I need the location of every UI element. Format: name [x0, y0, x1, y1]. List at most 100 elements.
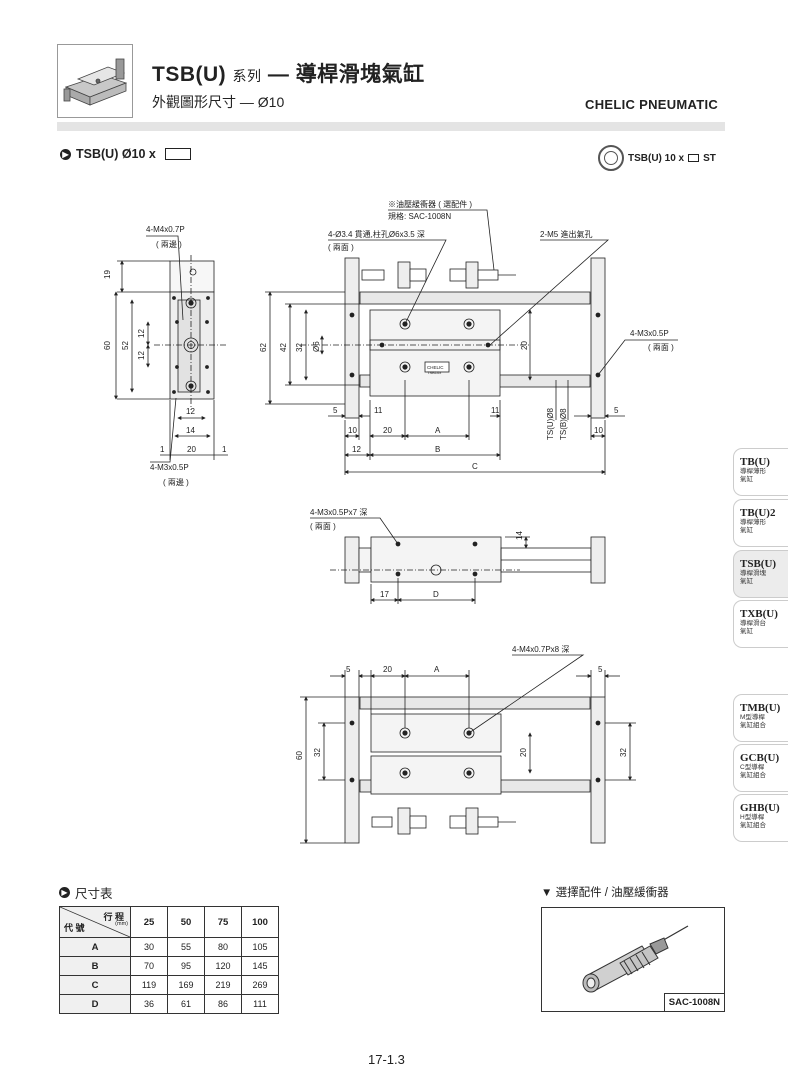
tab-sub: 氣缸: [740, 578, 753, 585]
dim-32-bot-left: 32: [313, 748, 322, 757]
tab-name: GHB(U): [740, 802, 780, 814]
tab-sub: C型導桿: [740, 764, 765, 771]
table-row: D 36 61 86 111: [59, 994, 279, 1014]
dim-5-bot-right: 5: [598, 665, 603, 674]
dim-62: 62: [259, 343, 268, 352]
hole-note: 4-Ø3.4 貫通,柱孔Ø6x3.5 深: [328, 229, 425, 239]
bottom-view: [300, 654, 636, 844]
table-column-header: 50: [167, 906, 205, 938]
tap-bottom-note: ( 兩邊 ): [163, 477, 189, 487]
dim-52: 52: [121, 341, 130, 350]
port-note: 2-M5 進出氣孔: [540, 229, 592, 239]
tab-sub: 導桿滑塊: [740, 570, 766, 577]
table-cell: 145: [241, 956, 279, 976]
table-cell: 61: [167, 994, 205, 1014]
bullet-icon: ▶: [59, 887, 70, 898]
tab-sub: 氣缸組合: [740, 822, 766, 829]
dim-32-bot-right: 32: [619, 748, 628, 757]
page-title: TSB(U) 系列 — 導桿滑塊氣缸: [152, 58, 425, 88]
table-column-header: 25: [130, 906, 168, 938]
table-column-header: 75: [204, 906, 242, 938]
dim-20-top-h: 20: [383, 426, 392, 435]
tab-tmbu[interactable]: TMB(U) M型導桿 氣缸組合: [733, 694, 788, 742]
side-tap-label: 4-M3x0.5P: [630, 329, 669, 338]
tab-name: TB(U)2: [740, 507, 776, 519]
dim-20-top: 20: [520, 341, 529, 350]
tab-tsbu[interactable]: TSB(U) 導桿滑塊 氣缸: [733, 550, 788, 598]
stroke-box: [164, 148, 191, 160]
table-cell: 95: [167, 956, 205, 976]
shock-absorber-icon: [598, 145, 624, 171]
dimension-table-title: ▶ 尺寸表: [59, 883, 113, 902]
option-title: ▼ 選擇配件 / 油壓緩衝器: [541, 887, 669, 899]
technical-drawing: 4-M4x0.7P ( 兩邊 ) 4-M3x0.5P ( 兩邊 ) 19 60 …: [103, 199, 678, 844]
dim-12-b: 12: [137, 351, 146, 360]
tab-name: TMB(U): [740, 702, 781, 714]
tab-sub: 導桿滑台: [740, 620, 766, 627]
dim-C: C: [472, 462, 478, 471]
tab-sub: 導桿薄形: [740, 519, 766, 526]
hole-note-sub: ( 兩面 ): [328, 243, 354, 252]
table-row-code: C: [59, 975, 131, 995]
tab-tbu2[interactable]: TB(U)2 導桿薄形 氣缸: [733, 499, 788, 547]
tab-txbu[interactable]: TXB(U) 導桿滑台 氣缸: [733, 600, 788, 648]
option-box: SAC-1008N: [541, 907, 725, 1012]
table-corner-cell: 行 程 (mm) 代 號: [59, 906, 131, 938]
table-column-header: 100: [241, 906, 279, 938]
dim-11-left: 11: [374, 406, 383, 415]
dimension-table: 行 程 (mm) 代 號 25 50 75 100 A 30 55 80 105…: [59, 906, 279, 1014]
tab-sub: 氣缸: [740, 628, 753, 635]
front-view-middle: [310, 517, 606, 604]
table-row: C 119 169 219 269: [59, 975, 279, 995]
table-cell: 70: [130, 956, 168, 976]
tab-sub: 氣缸: [740, 527, 753, 534]
tab-sub: 導桿薄形: [740, 468, 766, 475]
tab-name: TXB(U): [740, 608, 778, 620]
middle-tap-sub: ( 兩面 ): [310, 522, 336, 531]
tab-name: TSB(U): [740, 558, 777, 570]
dim-1-left: 1: [160, 445, 165, 454]
corner-bottom-label: 代 號: [64, 923, 85, 933]
tab-ghbu[interactable]: GHB(U) H型導桿 氣缸組合: [733, 794, 788, 842]
table-header-row: 行 程 (mm) 代 號 25 50 75 100: [59, 906, 279, 938]
stroke-badge: TSB(U) 10 x ST: [598, 145, 716, 171]
dim-dia6: Ø6: [312, 341, 321, 352]
dim-20-left: 20: [187, 445, 196, 454]
tab-tbu[interactable]: TB(U) 導桿薄形 氣缸: [733, 448, 788, 496]
dim-19: 19: [103, 270, 112, 279]
dim-B: B: [435, 445, 440, 454]
table-row: A 30 55 80 105: [59, 937, 279, 957]
plate-text-1: CHELIC: [427, 365, 444, 370]
st-box: [688, 154, 700, 162]
page-subtitle: 外觀圖形尺寸 — Ø10: [152, 94, 285, 110]
rod-dia-2: TS(B)Ø8: [559, 408, 568, 440]
table-cell: 169: [167, 975, 205, 995]
dim-17: 17: [380, 590, 389, 599]
dim-60-bot: 60: [295, 751, 304, 760]
dim-12-c: 12: [186, 407, 195, 416]
table-cell: 219: [204, 975, 242, 995]
title-main: TSB(U): [152, 63, 227, 86]
option-spec: 規格: SAC-1008N: [388, 211, 451, 221]
tap-top-label: 4-M4x0.7P: [146, 225, 185, 234]
st-prefix: TSB(U) 10 x: [628, 152, 685, 164]
tab-sub: M型導桿: [740, 714, 765, 721]
rod-dia-1: TS(U)Ø8: [546, 407, 555, 440]
dim-1-right: 1: [222, 445, 227, 454]
dim-14: 14: [186, 426, 195, 435]
dimension-table-title-text: 尺寸表: [75, 887, 113, 901]
table-cell: 120: [204, 956, 242, 976]
table-cell: 105: [241, 937, 279, 957]
model-label: ▶ TSB(U) Ø10 x: [60, 147, 191, 161]
tab-sub: H型導桿: [740, 814, 765, 821]
shock-absorber-image: [582, 925, 689, 993]
middle-tap-note: 4-M3x0.5Px7 深: [310, 508, 367, 517]
dim-A-top: A: [435, 426, 441, 435]
tab-gcbu[interactable]: GCB(U) C型導桿 氣缸組合: [733, 744, 788, 792]
dim-5-bot-left: 5: [346, 665, 351, 674]
dim-10-left: 10: [348, 426, 357, 435]
table-row: B 70 95 120 145: [59, 956, 279, 976]
cylinder-thumbnail-image: [63, 58, 128, 106]
page-number: 17-1.3: [368, 1052, 405, 1067]
dim-20-bot: 20: [383, 665, 392, 674]
